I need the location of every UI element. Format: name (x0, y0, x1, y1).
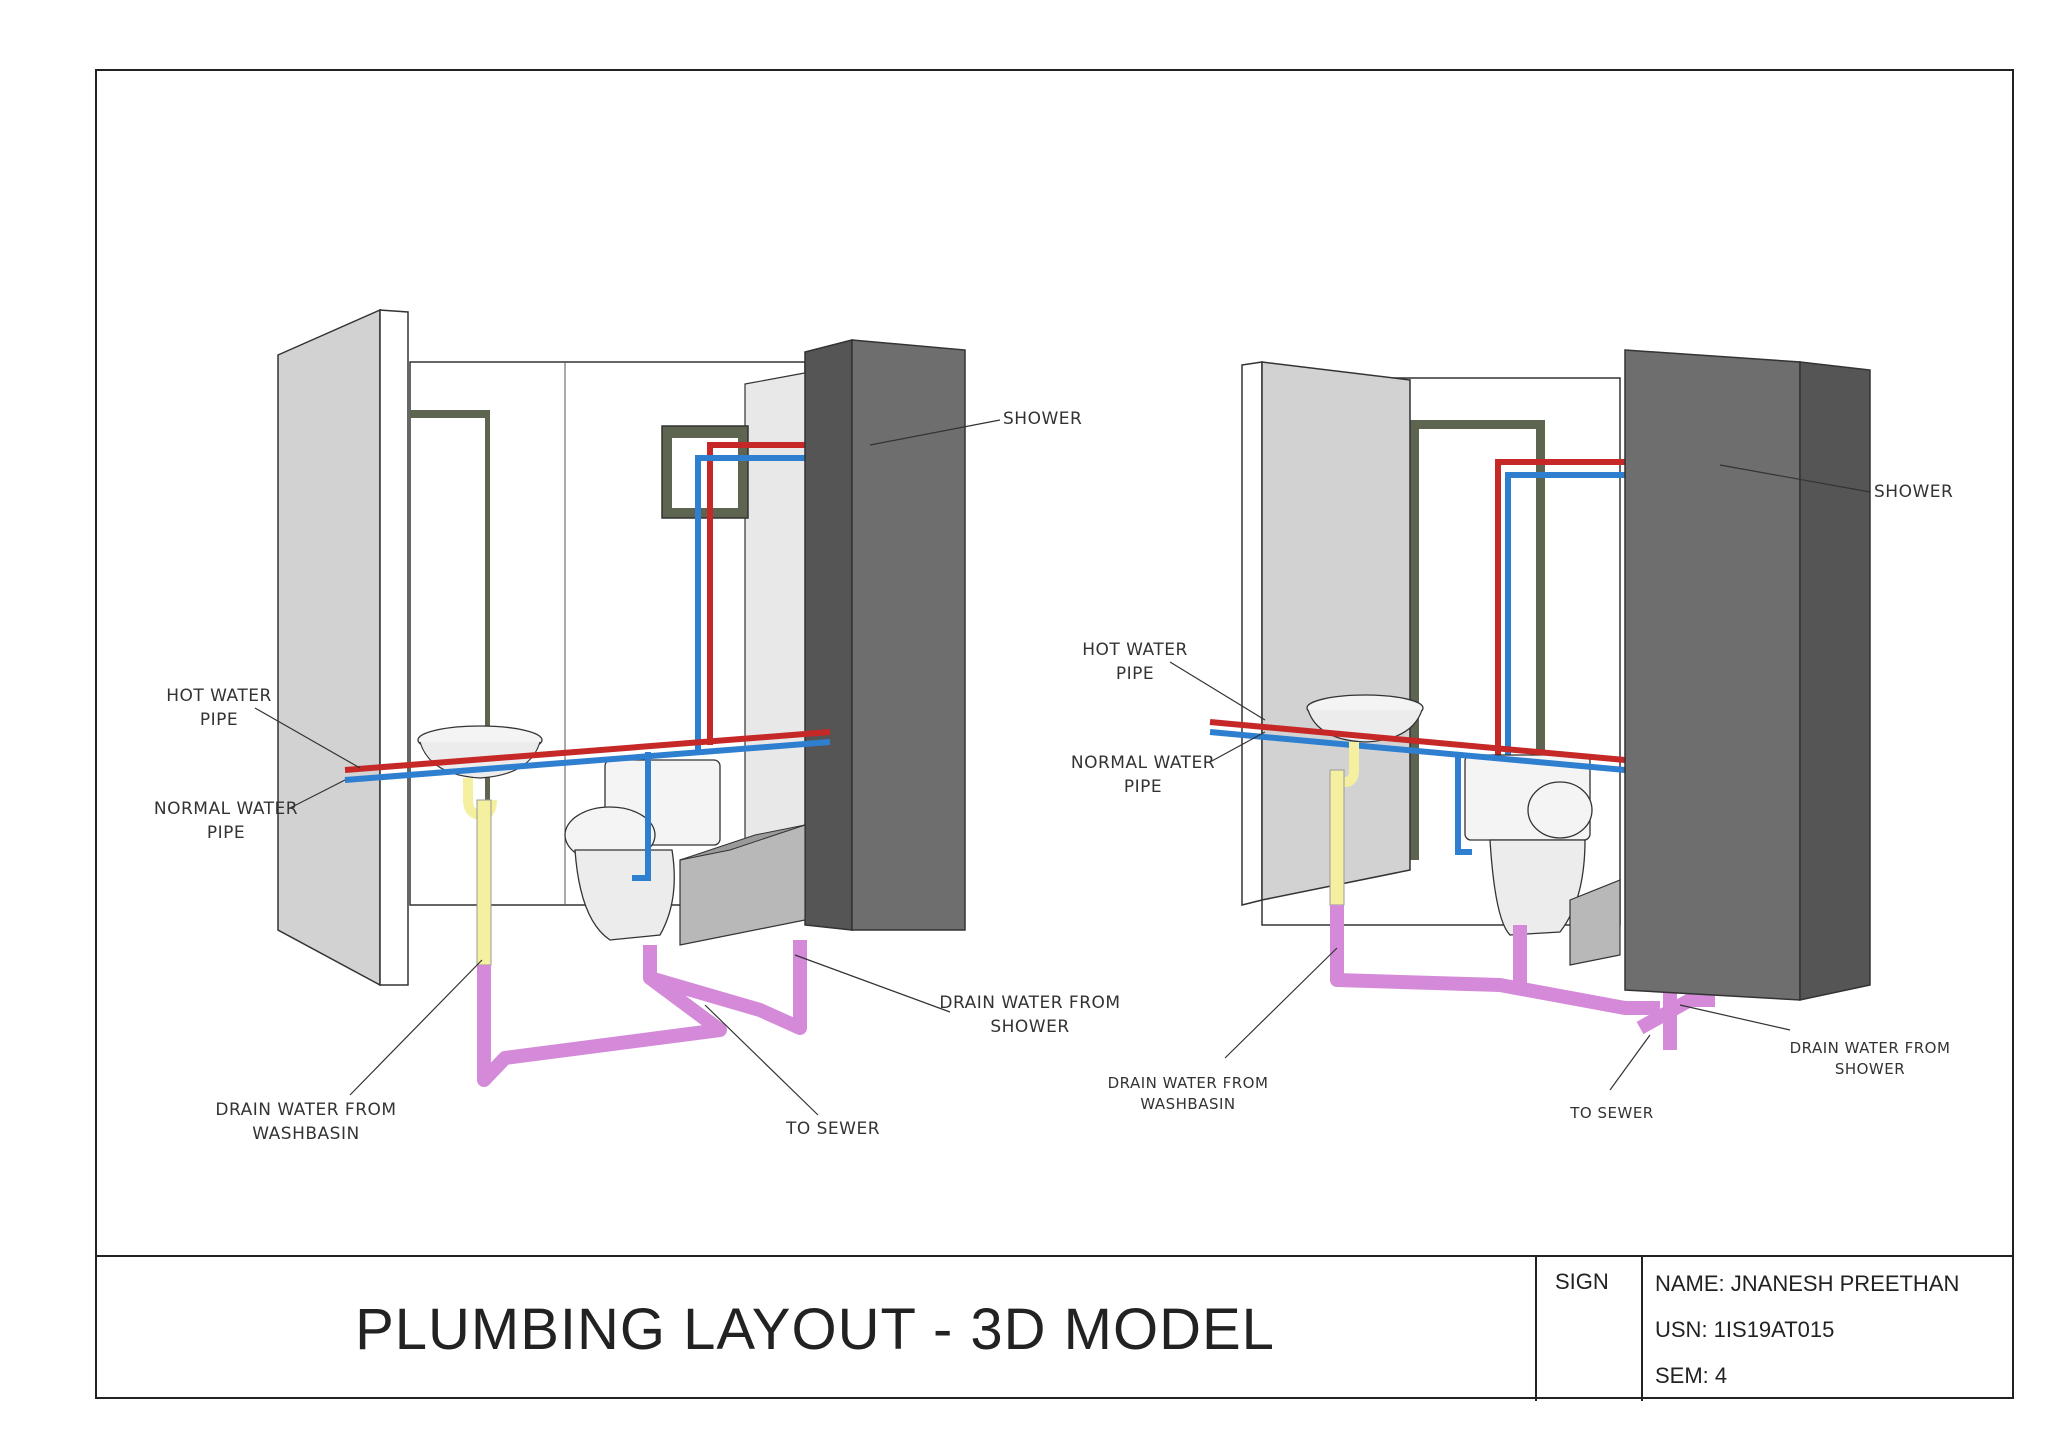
right-door-frame (1410, 420, 1545, 429)
right-to-sewer-label: TO SEWER (1569, 1104, 1653, 1122)
right-normal-water-label-1: NORMAL WATER (1071, 753, 1215, 773)
left-hot-riser (707, 442, 830, 745)
drawing-title: PLUMBING LAYOUT - 3D MODEL (355, 1296, 1275, 1362)
sign-label: SIGN (1555, 1269, 1609, 1294)
left-drain-basin-label-1: DRAIN WATER FROM (215, 1100, 396, 1120)
left-drain-shower-label-1: DRAIN WATER FROM (939, 993, 1120, 1013)
right-shower-label: SHOWER (1874, 482, 1953, 502)
right-hot-water-label-2: PIPE (1116, 664, 1154, 684)
right-shower-tray (1569, 879, 1621, 966)
left-normal-water-pipe (344, 739, 831, 783)
left-hot-water-pipe (344, 729, 831, 773)
right-side-wall (1241, 361, 1263, 906)
sign-cell: SIGN (1535, 1257, 1643, 1401)
left-drain-shower-label-2: SHOWER (990, 1017, 1069, 1037)
left-leaders (254, 419, 1001, 1116)
right-normal-water-label-2: PIPE (1124, 777, 1162, 797)
right-hot-water-label-1: HOT WATER (1082, 640, 1188, 660)
student-sem: SEM: 4 (1655, 1363, 1728, 1388)
left-normal-water-label-2: PIPE (207, 823, 245, 843)
right-shower-column (1624, 349, 1801, 1001)
left-hot-water-label-2: PIPE (200, 710, 238, 730)
right-normal-water-pipe (1209, 729, 1626, 773)
left-drain-pipe (477, 945, 727, 1087)
right-drain-basin-label-1: DRAIN WATER FROM (1108, 1074, 1269, 1092)
right-cold-riser (1505, 472, 1625, 760)
right-3d-view (1209, 349, 1871, 1050)
left-to-sewer-label: TO SEWER (785, 1119, 880, 1139)
left-shower-label: SHOWER (1003, 409, 1082, 429)
drawing-frame (95, 69, 2014, 1399)
left-drain-basin-label-2: WASHBASIN (252, 1124, 359, 1144)
info-cell: NAME: JNANESH PREETHAN USN: 1IS19AT015 S… (1643, 1257, 2014, 1401)
right-toilet (1464, 754, 1593, 936)
left-normal-water-label-1: NORMAL WATER (154, 799, 298, 819)
left-side-wall (277, 308, 381, 987)
left-shower-column (804, 339, 853, 931)
right-leaders (1169, 464, 1871, 1091)
title-block: PLUMBING LAYOUT - 3D MODEL SIGN NAME: JN… (95, 1255, 2014, 1401)
right-hot-water-pipe (1209, 719, 1626, 763)
right-drain-shower-label-1: DRAIN WATER FROM (1790, 1039, 1951, 1057)
right-drain-shower-label-2: SHOWER (1835, 1060, 1905, 1078)
left-cold-riser (695, 455, 830, 752)
student-name: NAME: JNANESH PREETHAN (1655, 1271, 1960, 1296)
student-usn: USN: 1IS19AT015 (1655, 1317, 1835, 1342)
right-drain-basin-label-2: WASHBASIN (1140, 1095, 1235, 1113)
right-hot-riser (1495, 459, 1625, 755)
left-hot-water-label-1: HOT WATER (166, 686, 272, 706)
left-3d-view (277, 308, 966, 1087)
left-door-frame (410, 410, 485, 418)
right-drain-pipe (1330, 905, 1660, 1015)
